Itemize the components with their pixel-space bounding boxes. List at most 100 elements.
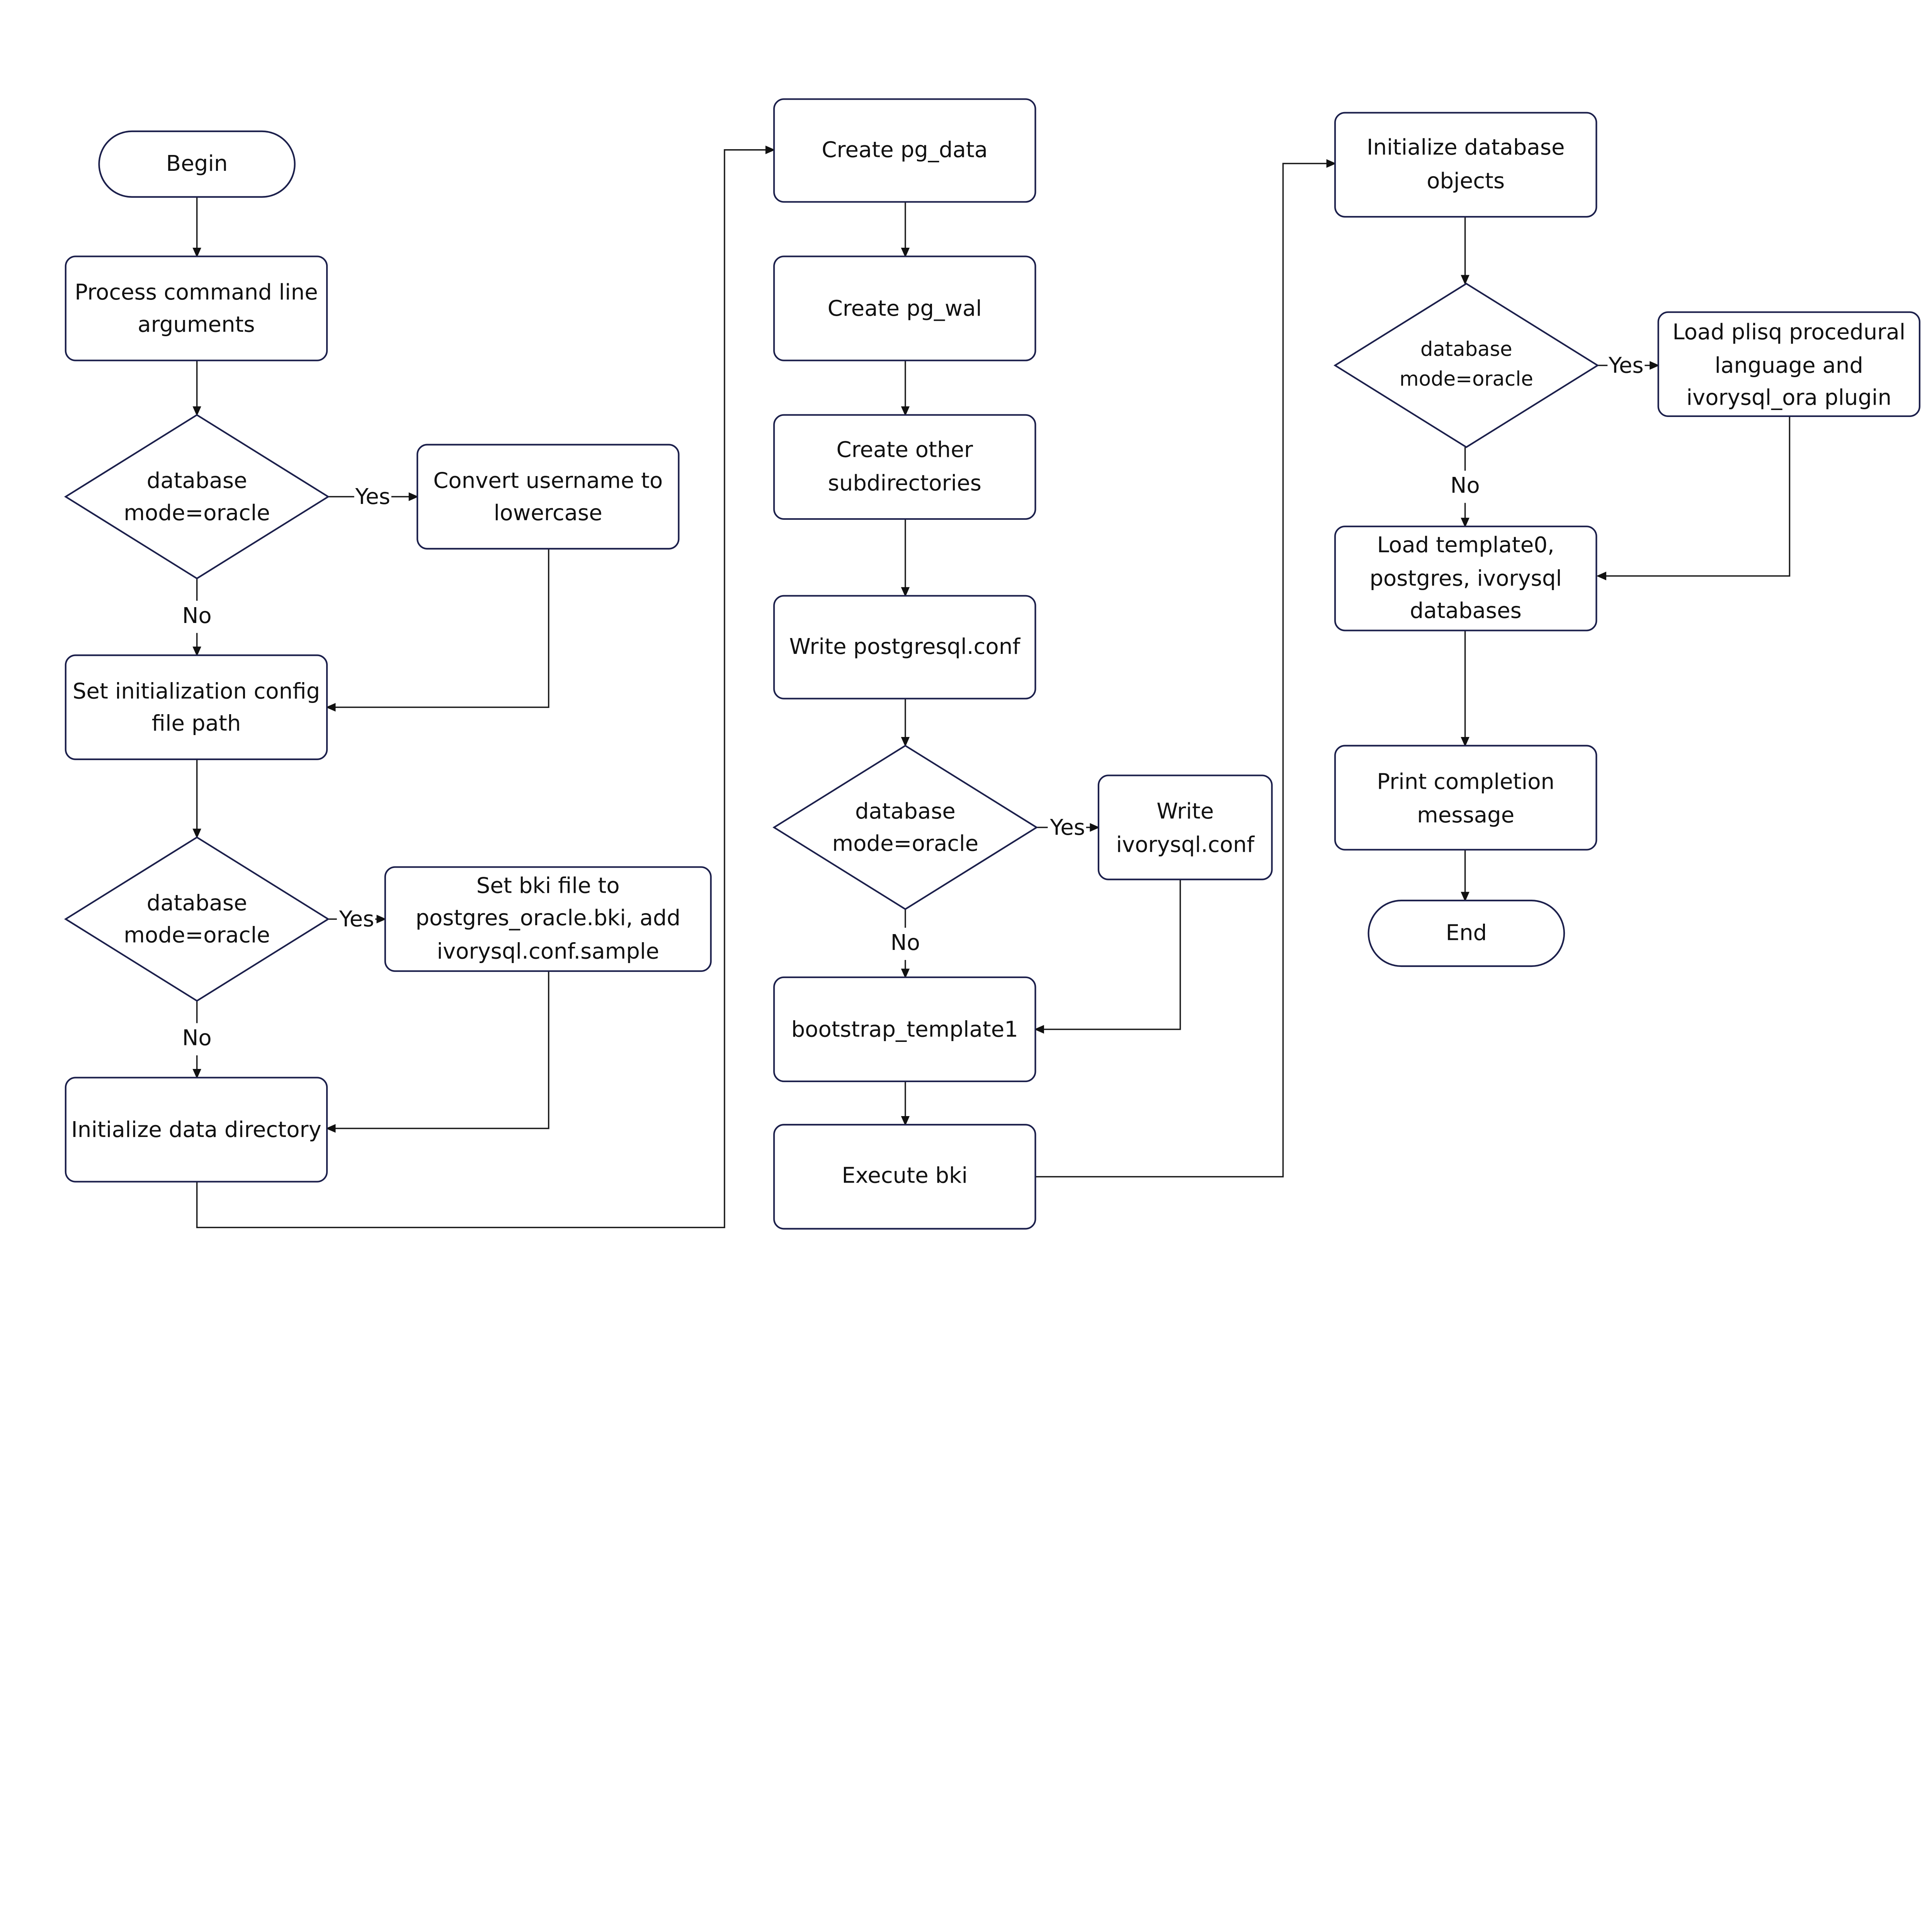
node-load-templates: Load template0, postgres, ivorysql databas… — [1334, 526, 1597, 631]
node-print-completion: Print completion message — [1334, 745, 1597, 851]
node-text: Initialize database — [1367, 135, 1565, 160]
node-text: database — [1420, 338, 1512, 361]
connector-arrow — [325, 971, 549, 1133]
node-text: database — [855, 799, 956, 824]
node-text: ivorysql_ora plugin — [1686, 385, 1891, 410]
node-text: database — [147, 890, 247, 916]
node-text: mode=oracle — [124, 500, 270, 526]
connector-arrow — [325, 548, 549, 712]
node-set-bki: Set bki file to postgres_oracle.bki, add i… — [384, 866, 712, 972]
node-bootstrap-template1: bootstrap_template1 — [773, 976, 1036, 1082]
node-convert-username: Convert username to lowercase — [417, 444, 680, 550]
node-decision3: database mode=oracle — [772, 745, 1038, 910]
node-text: postgres, ivorysql — [1369, 566, 1562, 591]
node-text: Create pg_data — [821, 138, 988, 163]
node-text: mode=oracle — [832, 831, 979, 856]
node-text: ivorysql.conf — [1116, 832, 1255, 858]
node-create-pg-wal: Create pg_wal — [773, 255, 1036, 361]
edge-label-no: No — [891, 930, 920, 955]
node-text: databases — [1410, 598, 1522, 623]
node-text: subdirectories — [828, 471, 981, 496]
decision-diamond — [1333, 283, 1599, 448]
edge-label-yes: Yes — [1608, 353, 1644, 378]
node-text: mode=oracle — [124, 923, 270, 948]
terminator-shape — [1367, 900, 1565, 967]
connectors — [192, 145, 1791, 1229]
process-box — [65, 1077, 328, 1183]
node-text: Begin — [166, 151, 228, 176]
process-box — [1334, 745, 1597, 851]
node-load-plisq: Load plisq procedural language and ivorysq… — [1657, 311, 1921, 417]
connector-arrow — [1035, 159, 1337, 1178]
node-write-postgresql-conf: Write postgresql.conf — [773, 595, 1036, 699]
decision-diamond — [64, 414, 330, 580]
node-text: Execute bki — [842, 1163, 968, 1188]
node-text: Print completion — [1377, 769, 1554, 794]
edge-label-no: No — [182, 603, 211, 628]
node-text: Process command line — [75, 280, 318, 305]
node-text: Create pg_wal — [828, 296, 982, 321]
process-box — [65, 654, 328, 760]
node-text: ivorysql.conf.sample — [437, 939, 659, 964]
node-text: Create other — [837, 437, 973, 462]
process-box — [65, 255, 328, 361]
node-create-pg-data: Create pg_data — [773, 98, 1036, 203]
node-create-subdirs: Create other subdirectories — [773, 414, 1036, 520]
node-text: arguments — [138, 312, 255, 337]
node-text: Initialize data directory — [71, 1117, 321, 1142]
node-text: bootstrap_template1 — [791, 1017, 1018, 1042]
edge-label-no: No — [182, 1026, 211, 1051]
node-text: objects — [1427, 168, 1505, 194]
process-box — [773, 98, 1036, 203]
node-decision1: database mode=oracle — [64, 414, 330, 580]
decision-diamond — [64, 836, 330, 1002]
process-box — [773, 976, 1036, 1082]
node-text: Write — [1156, 799, 1214, 824]
node-init-db-objects: Initialize database objects — [1334, 112, 1597, 218]
node-text: database — [147, 468, 247, 493]
node-text: Load plisq procedural — [1672, 320, 1905, 345]
node-text: message — [1417, 803, 1514, 828]
edge-label-yes: Yes — [339, 907, 374, 932]
node-text: Set initialization config — [73, 679, 320, 704]
node-text: End — [1446, 920, 1487, 945]
process-box — [417, 444, 680, 550]
node-decision4: database mode=oracle — [1333, 283, 1599, 448]
process-box — [773, 1124, 1036, 1230]
process-box — [773, 255, 1036, 361]
process-box — [1657, 311, 1921, 417]
node-text: language and — [1715, 353, 1863, 378]
node-process-args: Process command line arguments — [65, 255, 328, 361]
connector-arrow — [196, 145, 776, 1229]
process-box — [773, 414, 1036, 520]
node-write-ivorysql-conf: Write ivorysql.conf — [1097, 774, 1273, 880]
connector-arrow — [1034, 879, 1181, 1034]
node-text: Write postgresql.conf — [789, 634, 1021, 659]
process-box — [773, 595, 1036, 699]
node-end: End — [1367, 900, 1565, 967]
edge-label-yes: Yes — [355, 484, 390, 509]
node-text: Convert username to — [433, 468, 663, 493]
node-text: lowercase — [494, 500, 602, 526]
process-box — [384, 866, 712, 972]
node-begin: Begin — [98, 130, 296, 198]
process-box — [1097, 774, 1273, 880]
edge-label-yes: Yes — [1050, 815, 1085, 840]
decision-diamond — [772, 745, 1038, 910]
process-box — [1334, 112, 1597, 218]
node-text: Load template0, — [1377, 533, 1554, 558]
node-text: Set bki file to — [476, 873, 620, 898]
node-text: mode=oracle — [1400, 368, 1533, 391]
terminator-shape — [98, 130, 296, 198]
node-execute-bki: Execute bki — [773, 1124, 1036, 1230]
node-init-data-dir: Initialize data directory — [65, 1077, 328, 1183]
node-decision2: database mode=oracle — [64, 836, 330, 1002]
edge-label-no: No — [1451, 473, 1480, 498]
node-text: postgres_oracle.bki, add — [415, 905, 680, 931]
process-box — [1334, 526, 1597, 631]
connector-arrow — [1596, 416, 1791, 580]
